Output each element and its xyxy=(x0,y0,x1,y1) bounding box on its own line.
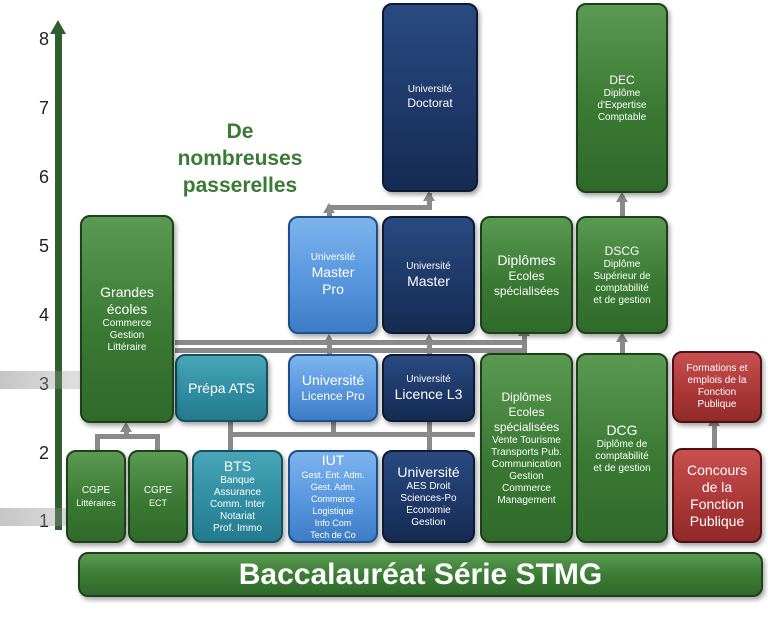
prepa-ats-box: Prépa ATS xyxy=(175,354,268,422)
scale-tick: 8 xyxy=(38,29,49,49)
master-pro-box: Université Master Pro xyxy=(288,216,378,334)
licence-pro-box: Université Licence Pro xyxy=(288,354,378,422)
master-box: Université Master xyxy=(382,216,475,334)
cgpe-litteraires-box: CGPE Littéraires xyxy=(66,450,126,543)
ecoles-specialisees-box: Diplômes Ecoles spécialisées Vente Touri… xyxy=(480,353,573,543)
bts-box: BTS Banque Assurance Comm. Inter Notaria… xyxy=(192,450,283,543)
concours-fonction-publique-box: Concours de la Fonction Publique xyxy=(672,448,762,543)
doctorat-box: Université Doctorat xyxy=(382,3,478,192)
scale-tick: 4 xyxy=(38,305,49,325)
scale-arrow-icon xyxy=(50,20,66,34)
baccalaureat-banner: Baccalauréat Série STMG xyxy=(78,552,763,597)
scale-axis xyxy=(55,30,62,530)
dcg-box: DCG Diplôme de comptabilité et de gestio… xyxy=(576,353,668,543)
ecoles-specialisees-master-box: Diplômes Ecoles spécialisées xyxy=(480,216,573,334)
grandes-ecoles-box: Grandes écoles Commerce Gestion Littérai… xyxy=(80,215,174,423)
passerelles-callout: De nombreuses passerelles xyxy=(177,120,303,197)
licence-l3-box: Université Licence L3 xyxy=(382,354,475,422)
scale-tick: 6 xyxy=(38,167,49,187)
cgpe-ect-box: CGPE ECT xyxy=(128,450,188,543)
iut-box: IUT Gest. Ent. Adm. Gest. Adm. Commerce … xyxy=(288,450,378,543)
universite-aes-box: Université AES Droit Sciences-Po Economi… xyxy=(382,450,475,543)
dec-box: DEC Diplôme d'Expertise Comptable xyxy=(576,3,668,193)
dscg-box: DSCG Diplôme Supérieur de comptabilité e… xyxy=(576,216,668,334)
scale-tick: 7 xyxy=(38,98,49,118)
scale-tick: 5 xyxy=(38,236,49,256)
formations-fonction-publique-box: Formations et emplois de la Fonction Pub… xyxy=(672,351,762,423)
scale-tick: 2 xyxy=(38,443,49,463)
